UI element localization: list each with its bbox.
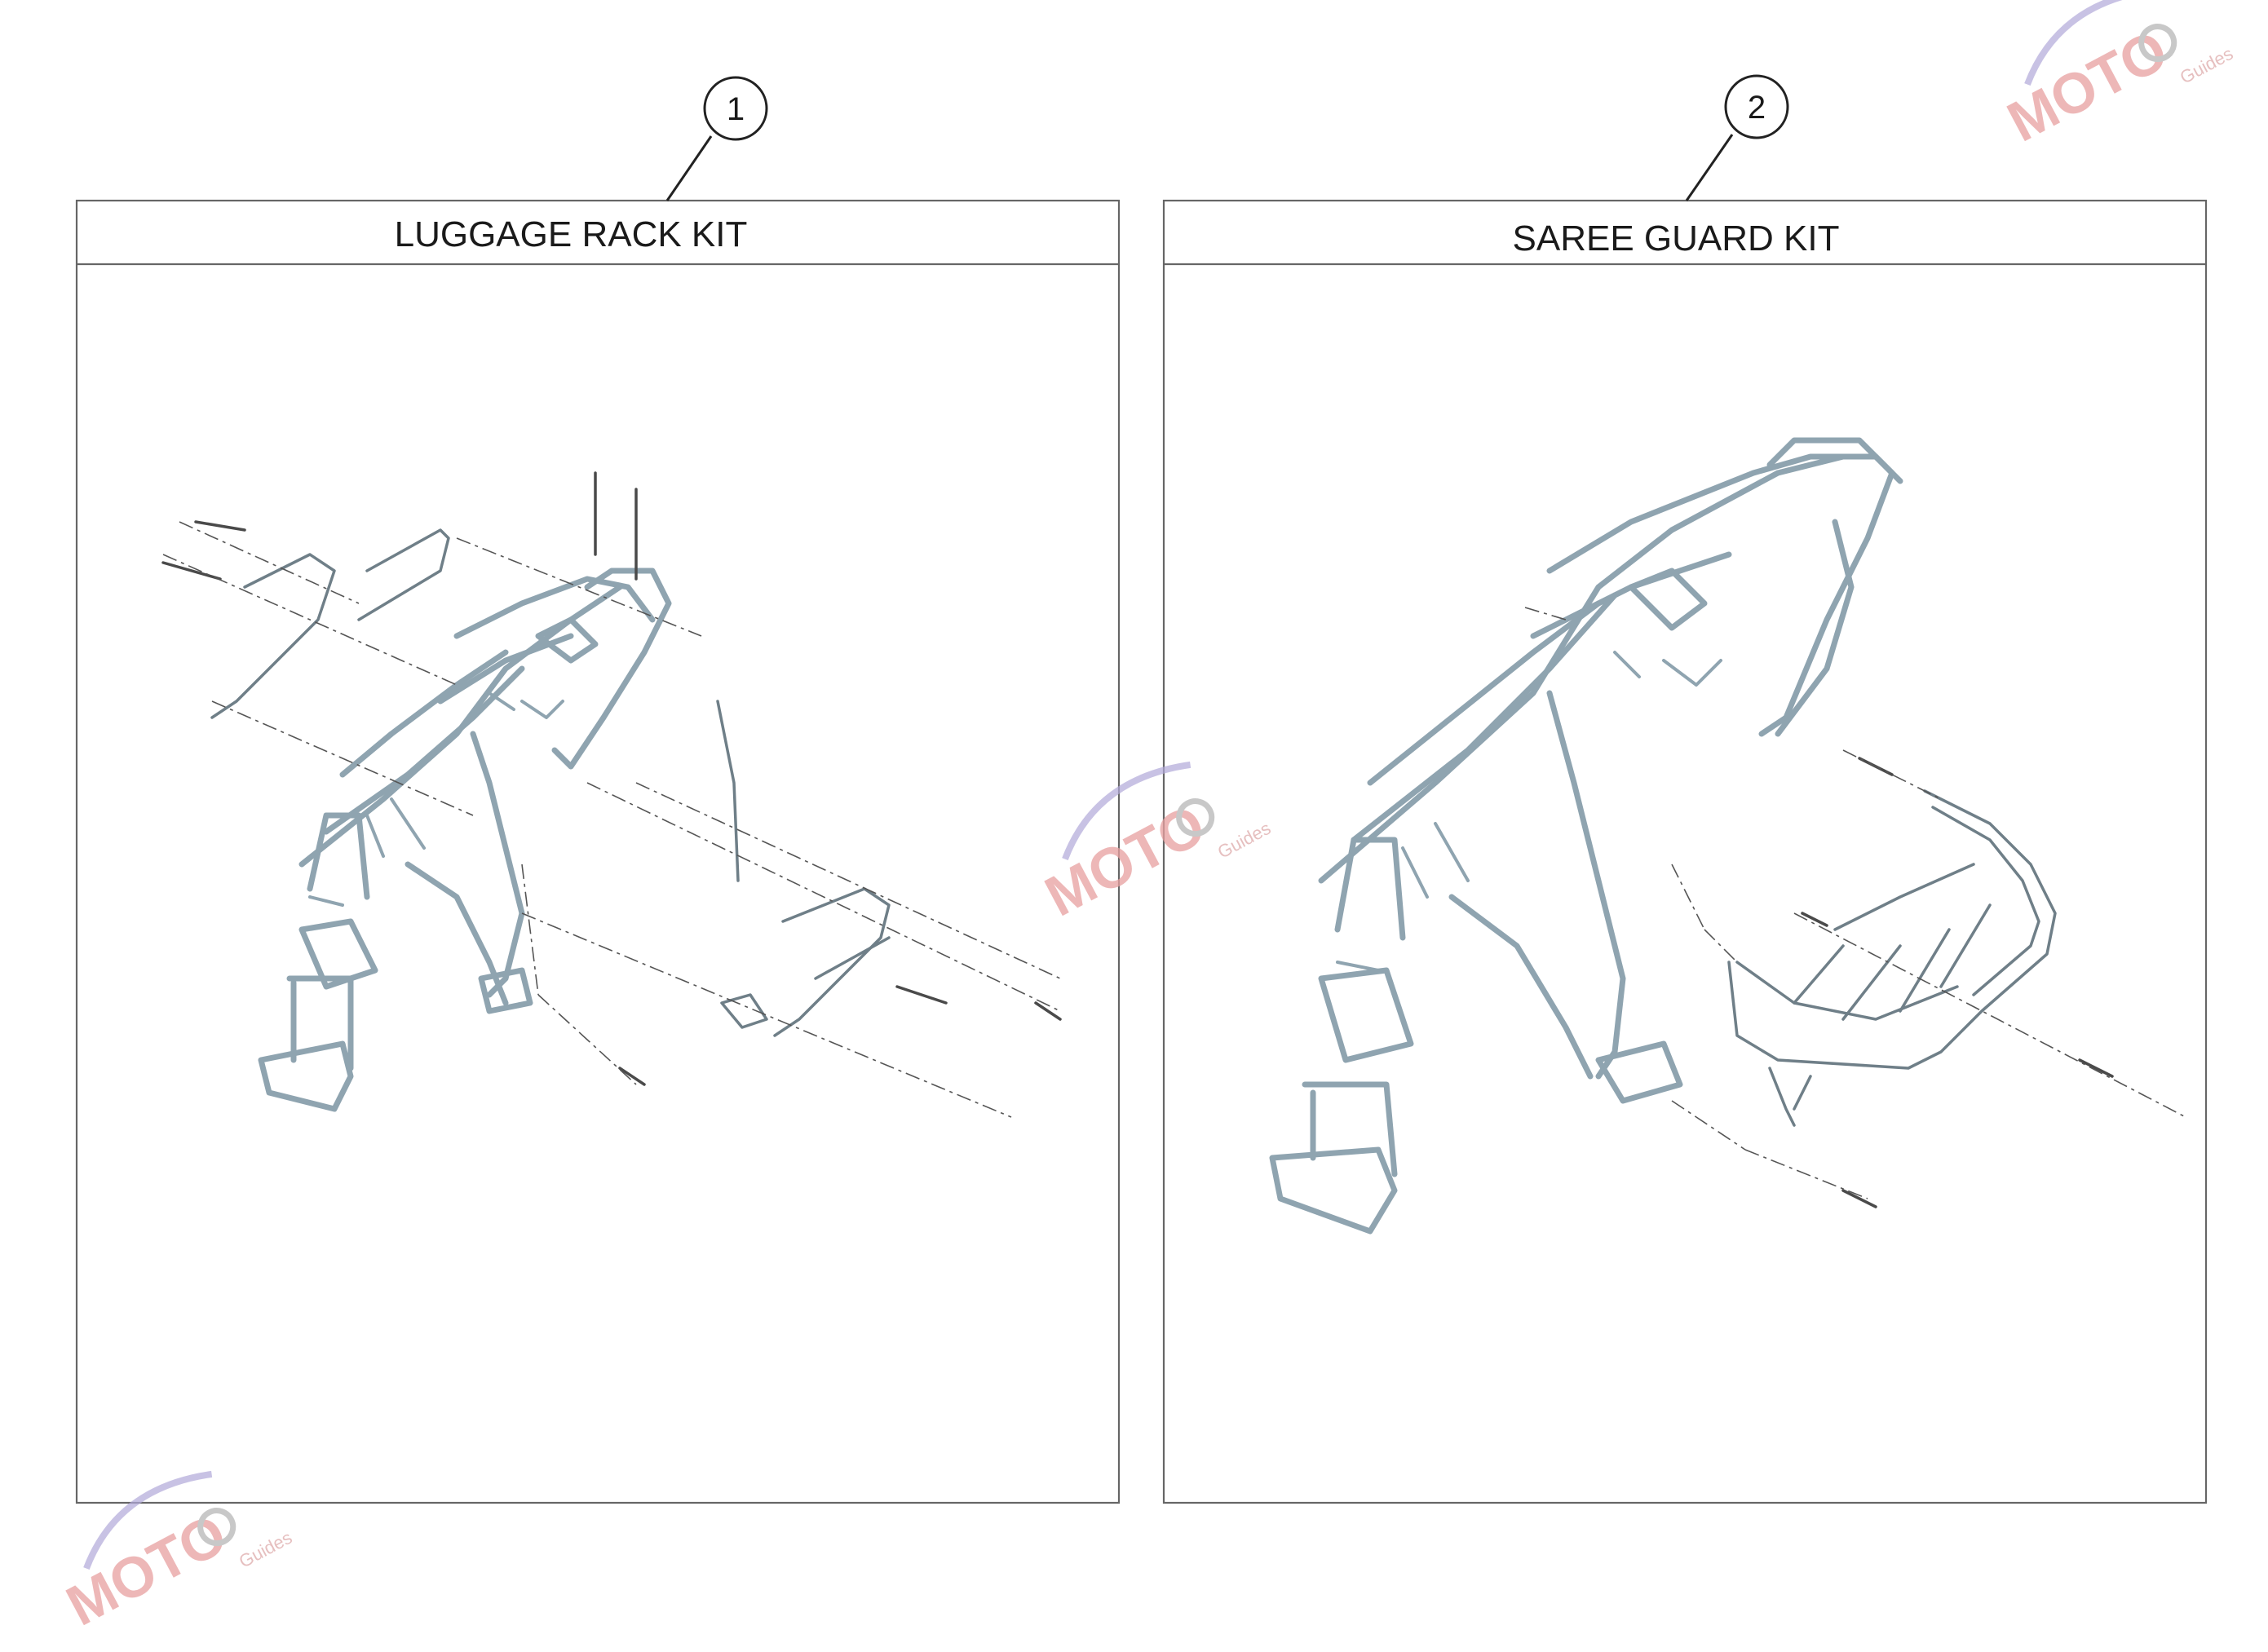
svg-text:MOTO: MOTO bbox=[56, 1502, 237, 1638]
panel-luggage-rack-kit: LUGGAGE RACK KIT 1 bbox=[75, 76, 1121, 1504]
callout-1-circle bbox=[703, 76, 768, 141]
watermark-logo-bottom-left: MOTO Guides bbox=[56, 1470, 295, 1638]
panel-1-title: LUGGAGE RACK KIT bbox=[395, 214, 748, 254]
panel-1-border bbox=[75, 199, 1121, 1504]
frame-drawing-2 bbox=[1269, 437, 1903, 1235]
svg-text:Guides: Guides bbox=[1214, 818, 1274, 863]
callout-1-label: 1 bbox=[727, 91, 745, 127]
watermark-logo-top-right: MOTO Guides bbox=[1997, 0, 2236, 154]
svg-text:MOTO: MOTO bbox=[1997, 18, 2177, 154]
watermark-logo-center: MOTO Guides bbox=[1035, 761, 1274, 929]
callout-2-label: 2 bbox=[1748, 90, 1766, 126]
callout-2-circle bbox=[1724, 74, 1789, 139]
assembly-lines-1 bbox=[162, 521, 1061, 1118]
svg-text:Guides: Guides bbox=[2177, 43, 2236, 88]
panel-saree-guard-kit: SAREE GUARD KIT 2 bbox=[1162, 74, 2208, 1504]
panel-2-title: SAREE GUARD KIT bbox=[1513, 219, 1840, 258]
frame-drawing-1 bbox=[258, 568, 672, 1112]
assembly-lines-2 bbox=[1524, 607, 2186, 1199]
callout-2-leader bbox=[1685, 134, 1734, 201]
callout-1-leader bbox=[665, 135, 713, 201]
svg-text:Guides: Guides bbox=[236, 1527, 295, 1572]
panel-2-border bbox=[1162, 199, 2208, 1504]
saree-guard-part bbox=[1727, 757, 2114, 1208]
luggage-rack-parts bbox=[161, 471, 1062, 1086]
svg-text:MOTO: MOTO bbox=[1035, 793, 1215, 929]
